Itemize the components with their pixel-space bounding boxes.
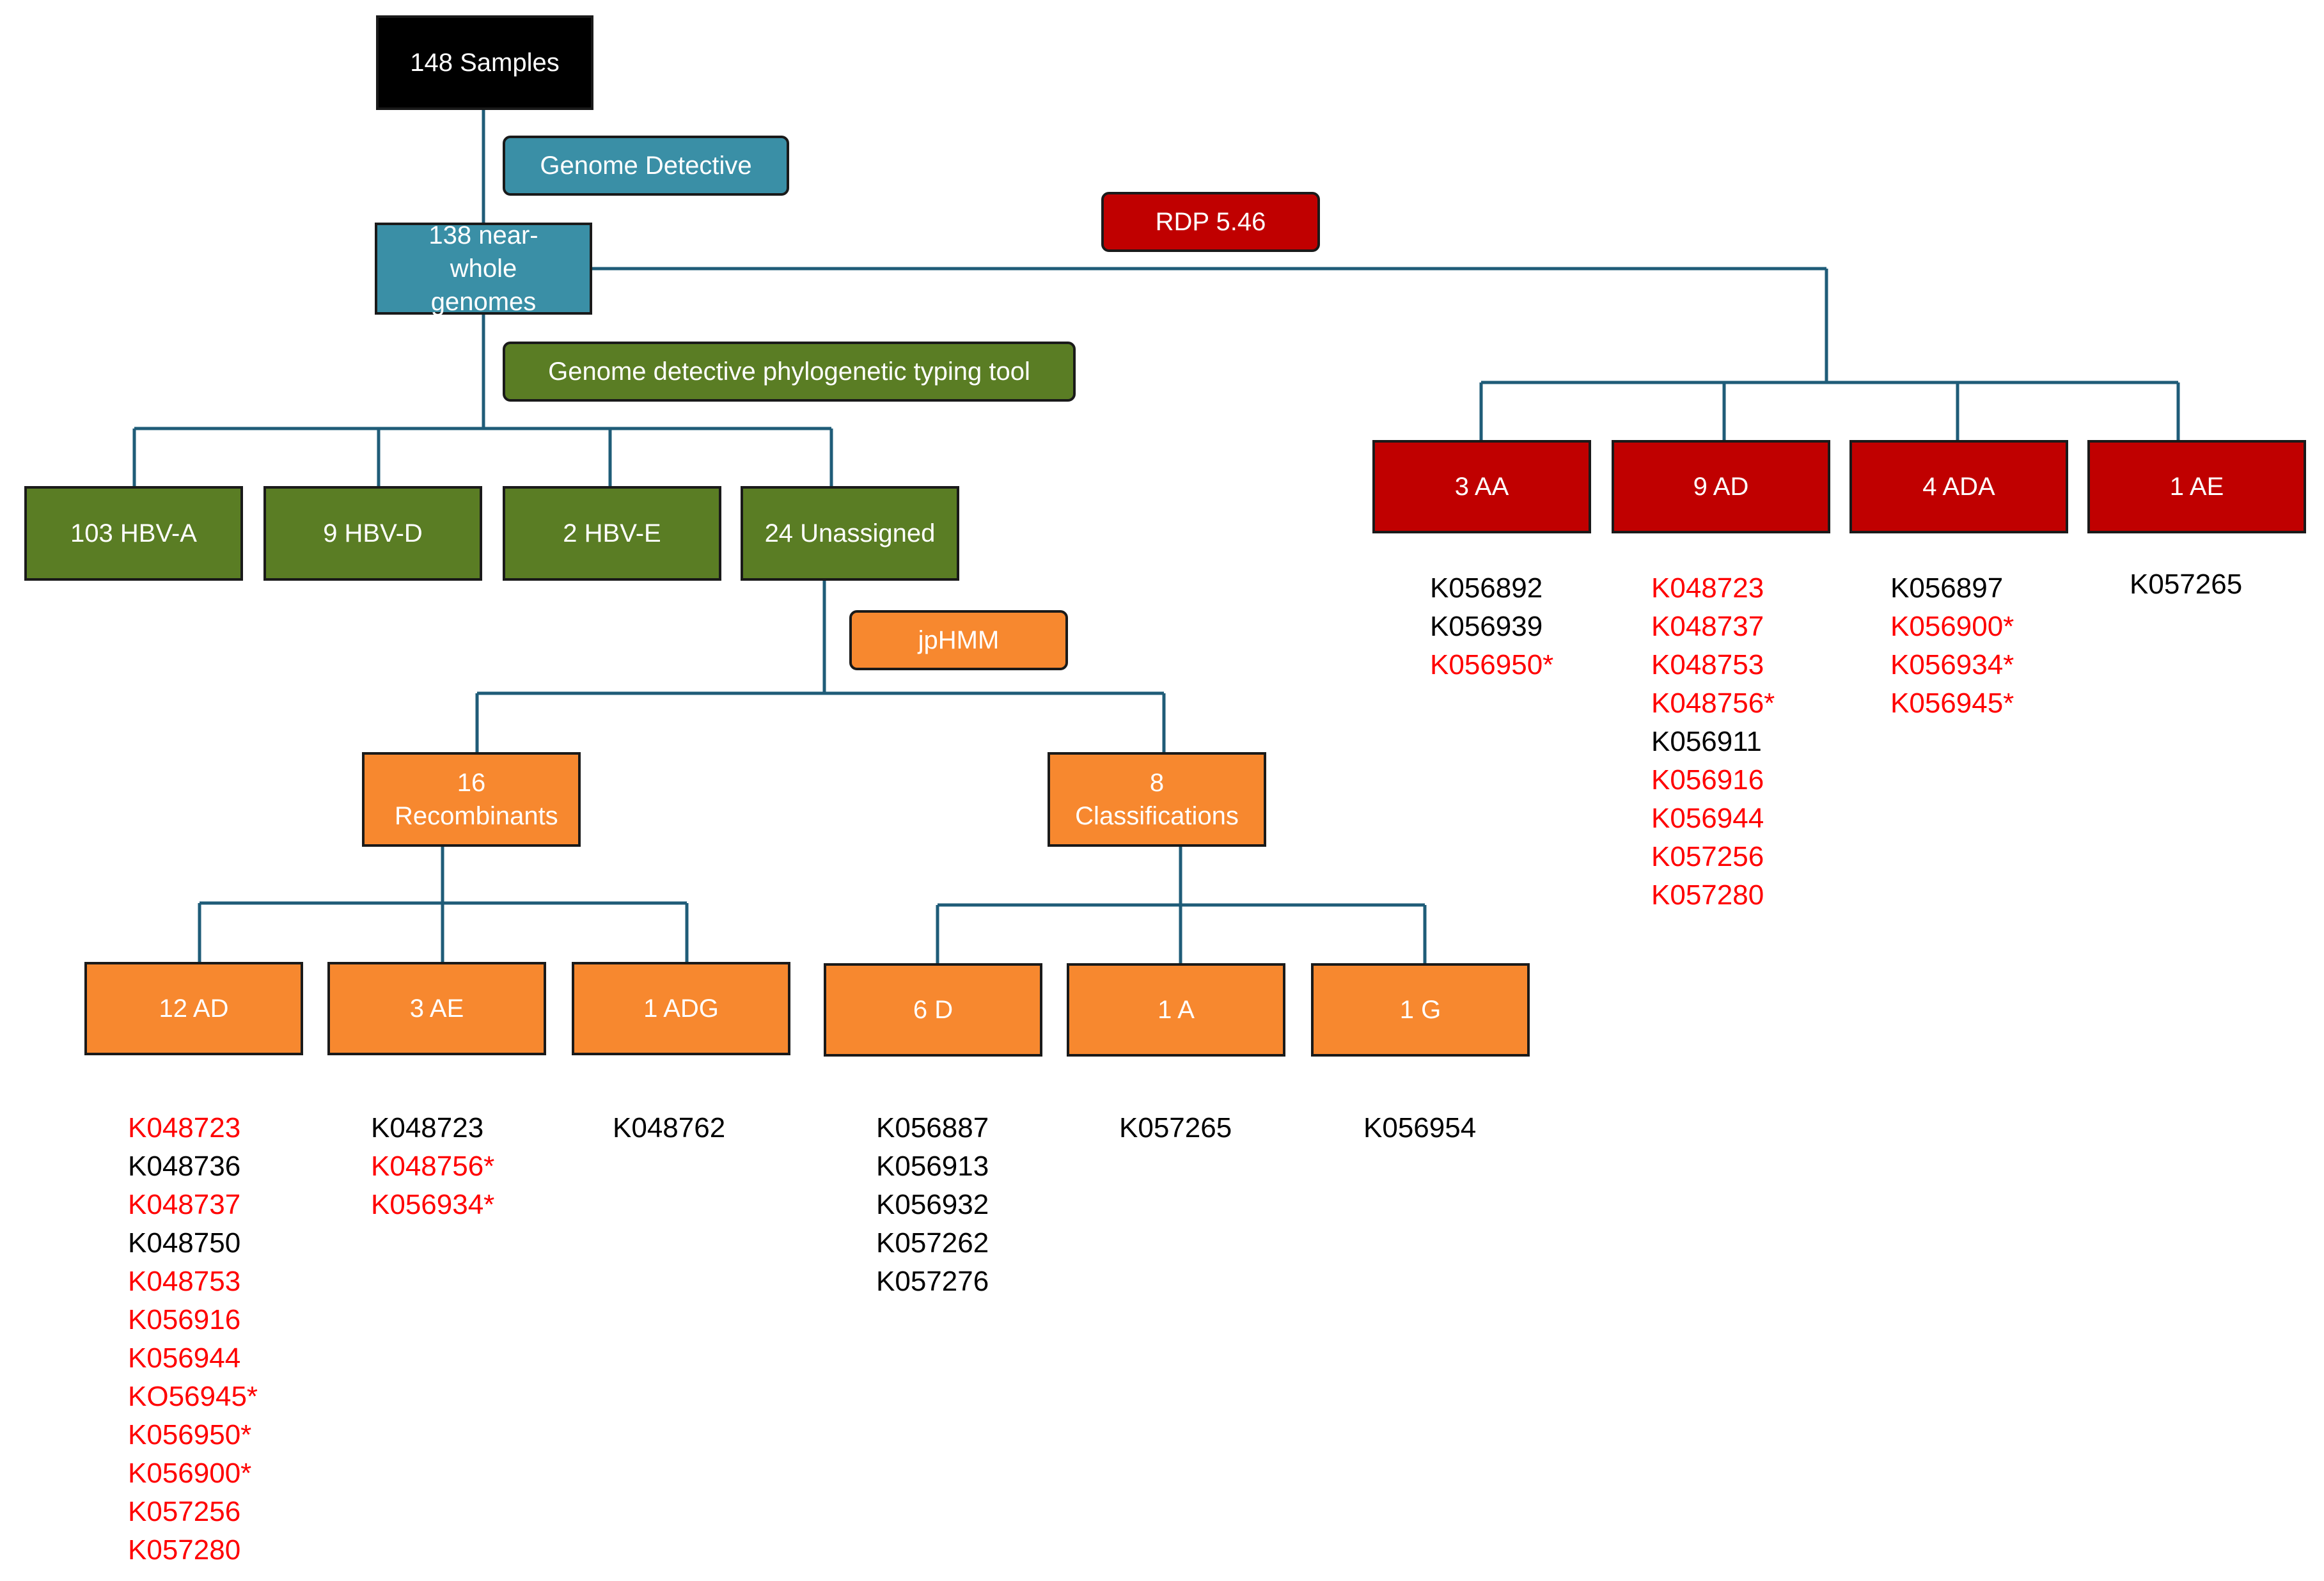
node-12-ad: 12 AD bbox=[84, 962, 303, 1055]
tool-jphmm: jpHMM bbox=[849, 610, 1068, 670]
node-rdp-4-ada: 4 ADA bbox=[1849, 440, 2068, 533]
node-1-a-label: 1 A bbox=[1158, 996, 1195, 1024]
sample-id: K048723 bbox=[371, 1112, 484, 1144]
node-hbv-e-label: 2 HBV-E bbox=[563, 519, 661, 547]
tool-genome-detective: Genome Detective bbox=[503, 136, 789, 196]
node-6-d-label: 6 D bbox=[913, 996, 954, 1024]
tool-rdp-label: RDP 5.46 bbox=[1155, 208, 1266, 236]
node-hbv-d: 9 HBV-D bbox=[263, 486, 482, 581]
sample-id: K056887 bbox=[876, 1112, 989, 1144]
sample-id: K048737 bbox=[1651, 611, 1764, 642]
sample-id: K056913 bbox=[876, 1151, 989, 1182]
tool-rdp: RDP 5.46 bbox=[1101, 192, 1320, 252]
sample-id: K057262 bbox=[876, 1227, 989, 1259]
node-rdp-9-ad: 9 AD bbox=[1612, 440, 1830, 533]
sample-list-rdp-1-ae: K057265 bbox=[2130, 565, 2242, 604]
sample-list-1-g: K056954 bbox=[1363, 1109, 1476, 1147]
node-rdp-1-ae-label: 1 AE bbox=[2169, 473, 2224, 501]
sample-id: K056950* bbox=[128, 1419, 252, 1451]
sample-id: K056934* bbox=[371, 1189, 495, 1220]
node-rdp-3-aa: 3 AA bbox=[1372, 440, 1591, 533]
sample-id: K048756* bbox=[371, 1151, 495, 1182]
sample-id: K056932 bbox=[876, 1189, 989, 1220]
tool-jphmm-label: jpHMM bbox=[918, 626, 1000, 654]
sample-list-1-adg: K048762 bbox=[613, 1109, 725, 1147]
tool-genome-detective-label: Genome Detective bbox=[540, 152, 752, 180]
sample-id: K056900* bbox=[1890, 611, 2014, 642]
sample-id: K048750 bbox=[128, 1227, 241, 1259]
node-148-samples-label: 148 Samples bbox=[410, 49, 560, 77]
node-12-ad-label: 12 AD bbox=[159, 995, 229, 1023]
sample-id: K048737 bbox=[128, 1189, 241, 1220]
sample-id: K057265 bbox=[1119, 1112, 1232, 1144]
node-1-g: 1 G bbox=[1311, 963, 1530, 1057]
sample-id: K056916 bbox=[128, 1304, 241, 1335]
sample-id: K048753 bbox=[128, 1266, 241, 1297]
tool-phylogenetic-typing: Genome detective phylogenetic typing too… bbox=[503, 342, 1076, 402]
sample-id: K048756* bbox=[1651, 688, 1775, 719]
sample-id: K056911 bbox=[1651, 726, 1762, 757]
sample-id: K057256 bbox=[128, 1496, 241, 1527]
sample-id: K057280 bbox=[128, 1534, 241, 1566]
sample-id: K048762 bbox=[613, 1112, 726, 1144]
sample-id: K048736 bbox=[128, 1151, 241, 1182]
node-hbv-a: 103 HBV-A bbox=[24, 486, 243, 581]
sample-id: KO56945* bbox=[128, 1381, 258, 1412]
node-hbv-d-label: 9 HBV-D bbox=[323, 519, 423, 547]
node-1-g-label: 1 G bbox=[1399, 996, 1441, 1024]
sample-id: K048723 bbox=[1651, 572, 1764, 604]
node-3-ae: 3 AE bbox=[327, 962, 546, 1055]
node-classifications-label: 8 Classifications bbox=[1075, 769, 1239, 830]
sample-id: K048753 bbox=[1651, 649, 1764, 680]
sample-id: K056945* bbox=[1890, 688, 2014, 719]
sample-id: K057265 bbox=[2130, 569, 2243, 600]
tool-phylogenetic-typing-label: Genome detective phylogenetic typing too… bbox=[548, 358, 1030, 386]
node-hbv-a-label: 103 HBV-A bbox=[70, 519, 197, 547]
node-148-samples: 148 Samples bbox=[376, 15, 593, 110]
node-138-genomes: 138 near-whole genomes bbox=[375, 221, 592, 316]
sample-id: K056897 bbox=[1890, 572, 2004, 604]
sample-id: K056944 bbox=[1651, 803, 1764, 834]
sample-id: K048723 bbox=[128, 1112, 241, 1144]
node-classifications: 8 Classifications bbox=[1048, 752, 1266, 847]
sample-id: K056934* bbox=[1890, 649, 2014, 680]
node-138-genomes-label: 138 near-whole genomes bbox=[428, 221, 538, 316]
node-rdp-4-ada-label: 4 ADA bbox=[1922, 473, 1995, 501]
sample-id: K056900* bbox=[128, 1458, 252, 1489]
node-hbv-e: 2 HBV-E bbox=[503, 486, 721, 581]
sample-id: K056916 bbox=[1651, 764, 1764, 796]
node-unassigned-label: 24 Unassigned bbox=[764, 519, 936, 547]
node-3-ae-label: 3 AE bbox=[409, 995, 464, 1023]
node-recombinants: 16 Recombinants bbox=[362, 752, 581, 847]
sample-id: K056954 bbox=[1363, 1112, 1477, 1144]
sample-list-1-a: K057265 bbox=[1119, 1109, 1232, 1147]
sample-id: K056892 bbox=[1430, 572, 1543, 604]
sample-id: K057256 bbox=[1651, 841, 1764, 872]
sample-id: K056944 bbox=[128, 1342, 241, 1374]
node-1-adg-label: 1 ADG bbox=[643, 995, 719, 1023]
sample-id: K057276 bbox=[876, 1266, 989, 1297]
node-6-d: 6 D bbox=[824, 963, 1042, 1057]
node-1-adg: 1 ADG bbox=[572, 962, 790, 1055]
sample-id: K056950* bbox=[1430, 649, 1554, 680]
sample-id: K057280 bbox=[1651, 879, 1764, 911]
node-1-a: 1 A bbox=[1067, 963, 1285, 1057]
sample-id: K056939 bbox=[1430, 611, 1543, 642]
node-rdp-1-ae: 1 AE bbox=[2087, 440, 2306, 533]
node-rdp-9-ad-label: 9 AD bbox=[1693, 473, 1749, 501]
node-recombinants-label: 16 Recombinants bbox=[395, 769, 558, 830]
node-rdp-3-aa-label: 3 AA bbox=[1454, 473, 1509, 501]
node-unassigned: 24 Unassigned bbox=[741, 486, 959, 581]
